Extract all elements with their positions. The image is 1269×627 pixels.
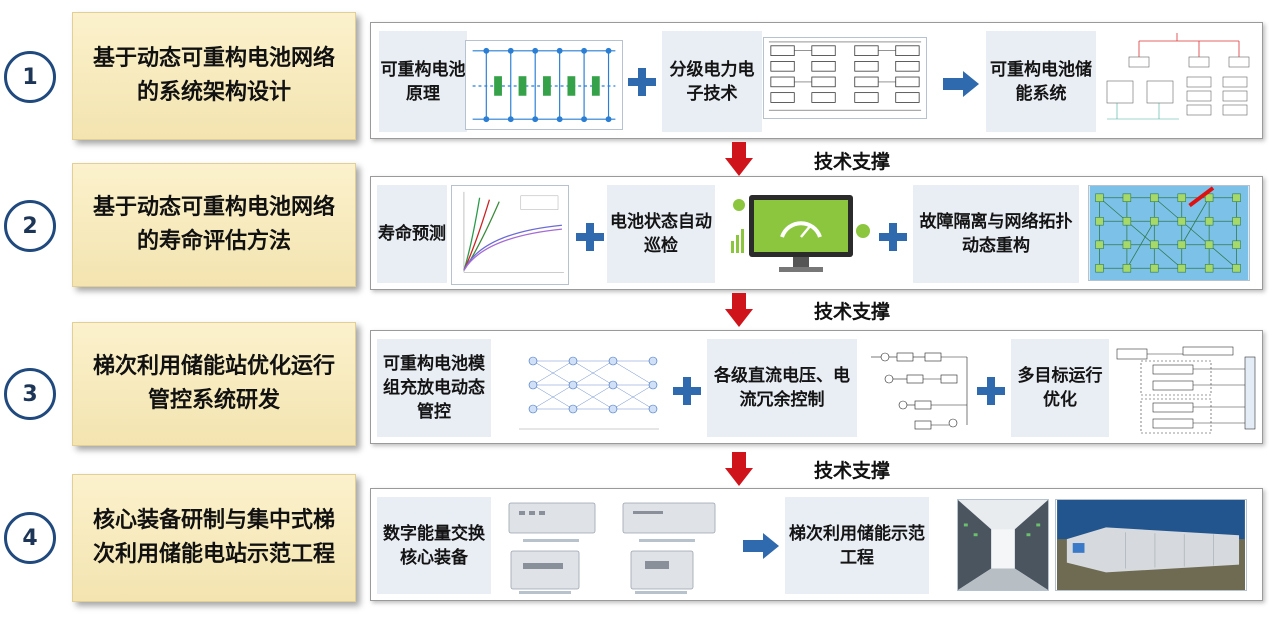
life-curve-image (451, 185, 569, 285)
step-number-1: 1 (4, 51, 56, 103)
stage-title-3: 梯次利用储能站优化运行管控系统研发 (72, 322, 356, 446)
item-reconfigurable-storage-system: 可重构电池储能系统 (986, 31, 1096, 132)
plus-icon (673, 377, 701, 405)
item-hierarchical-power-electronics: 分级电力电子技术 (662, 31, 762, 132)
step-number-3: 3 (4, 368, 56, 420)
connector-label-3: 技术支撑 (814, 460, 891, 482)
item-module-charge-discharge-control: 可重构电池模组充放电动态管控 (377, 339, 491, 437)
storage-system-schematic-image (1099, 29, 1255, 135)
monitor-dashboard-image (727, 187, 875, 283)
arrow-down-icon (725, 142, 753, 176)
item-cascade-utilization-demo-project: 梯次利用储能示范工程 (785, 497, 929, 594)
battery-network-image (465, 40, 623, 130)
item-digital-energy-exchange-equipment: 数字能量交换核心装备 (377, 497, 491, 594)
equipment-photos-image (499, 495, 735, 597)
power-station-interior-photo (957, 499, 1049, 591)
power-electronics-schematic-image (763, 37, 927, 119)
state-graph-image (513, 341, 663, 437)
arrow-right-icon (943, 71, 979, 97)
plus-icon (879, 223, 907, 251)
plus-icon (977, 377, 1005, 405)
control-block-diagram-image (867, 345, 973, 435)
item-life-prediction: 寿命预测 (377, 185, 447, 283)
stage-row-2: 寿命预测 电池状态自动巡检 故障隔离与 (370, 176, 1263, 290)
plus-icon (576, 223, 604, 251)
item-multi-objective-optimization: 多目标运行优化 (1011, 339, 1109, 437)
arrow-down-icon (725, 293, 753, 327)
item-dc-voltage-current-redundant-control: 各级直流电压、电流冗余控制 (707, 339, 857, 437)
stage-row-4: 数字能量交换核心装备 梯次利用储能示范工程 (370, 488, 1263, 601)
connector-label-2: 技术支撑 (814, 301, 891, 323)
power-station-exterior-photo (1055, 499, 1247, 591)
network-topology-image (1088, 185, 1250, 281)
item-fault-isolation-reconfiguration: 故障隔离与网络拓扑动态重构 (913, 185, 1079, 283)
arrow-right-icon (743, 533, 779, 559)
stage-row-3: 可重构电池模组充放电动态管控 各级直流电压、电流冗余控制 (370, 330, 1263, 444)
plus-icon (628, 68, 656, 96)
arrow-down-icon (725, 452, 753, 486)
optimization-flow-image (1113, 343, 1259, 439)
stage-title-2: 基于动态可重构电池网络的寿命评估方法 (72, 163, 356, 287)
step-number-4: 4 (4, 512, 56, 564)
item-battery-auto-inspection: 电池状态自动巡检 (607, 185, 715, 283)
stage-row-1: 可重构电池原理 分级电力电子技术 (370, 22, 1263, 139)
stage-title-1: 基于动态可重构电池网络的系统架构设计 (72, 12, 356, 140)
step-number-2: 2 (4, 200, 56, 252)
item-reconfigurable-battery-principle: 可重构电池原理 (379, 31, 467, 132)
connector-label-1: 技术支撑 (814, 151, 891, 173)
stage-title-4: 核心装备研制与集中式梯次利用储能电站示范工程 (72, 474, 356, 602)
